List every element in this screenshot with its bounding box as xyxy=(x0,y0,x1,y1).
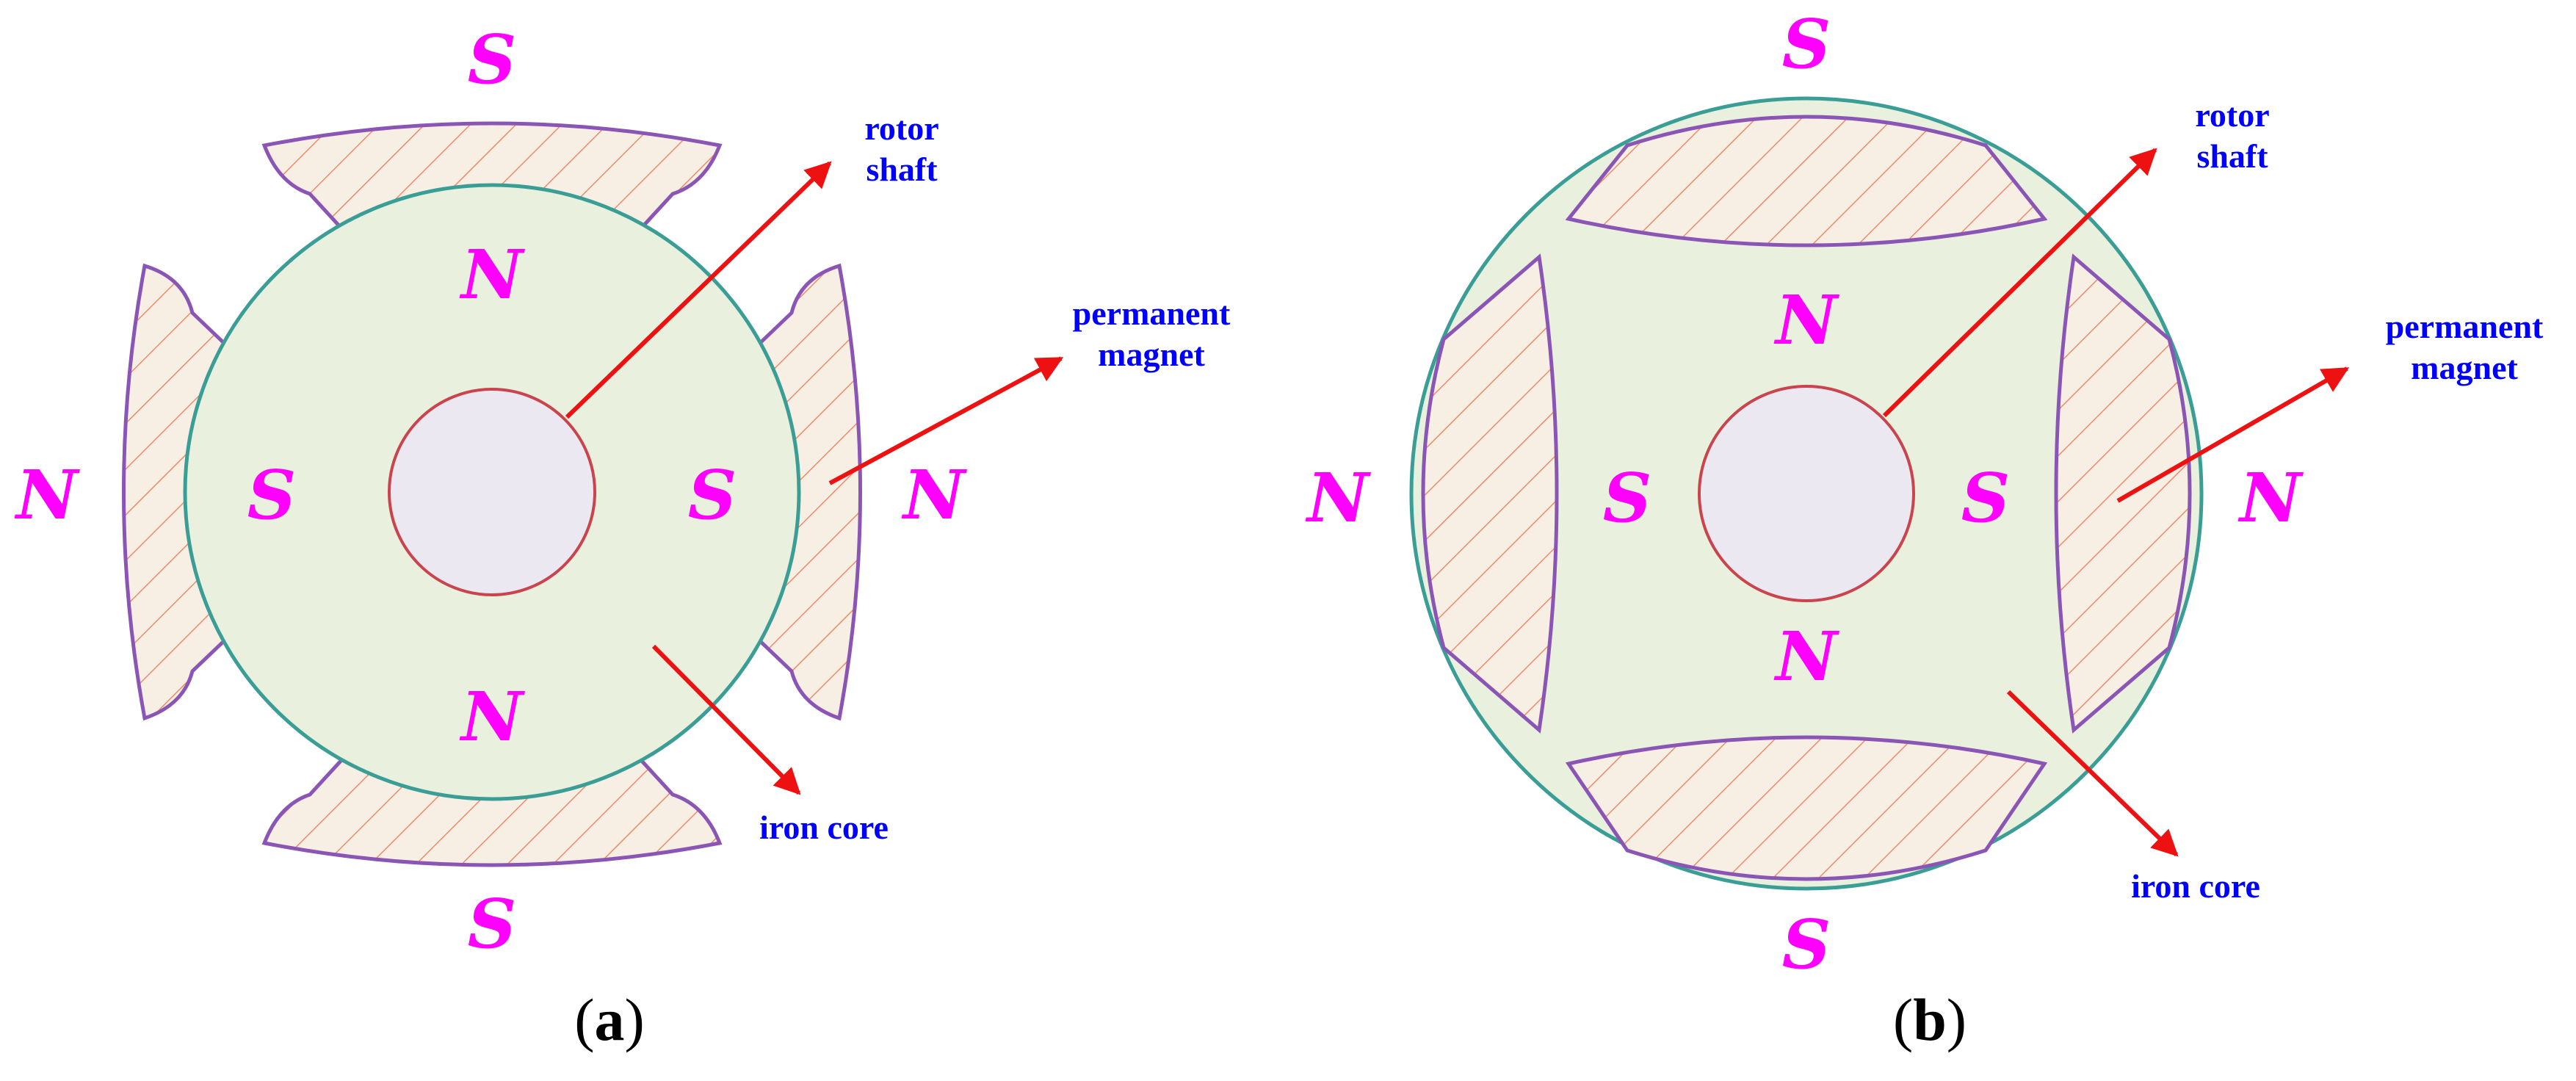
label-permanent-b: permanent xyxy=(2386,308,2544,345)
rotor-shaft-a xyxy=(388,388,596,596)
label-permanent-a: permanent xyxy=(1073,294,1231,332)
diagram-b: S S N N N N S S rotor shaft permanent ma… xyxy=(1305,4,2544,1053)
pole-inner-left-a: S xyxy=(247,455,296,535)
label-shaft-a: shaft xyxy=(866,151,938,188)
label-magnet-a: magnet xyxy=(1098,336,1205,373)
pole-inner-right-a: S xyxy=(688,455,737,535)
caption-a: (a) xyxy=(574,986,645,1053)
pole-outer-left-a: N xyxy=(14,455,80,535)
arrow-iron-core-a xyxy=(651,644,801,795)
magnet-left-a xyxy=(122,263,228,721)
arrow-rotor-shaft-a xyxy=(565,161,832,419)
pole-outer-bottom-a: S xyxy=(468,884,516,964)
pole-inner-bottom-a: N xyxy=(459,677,525,756)
pole-inner-left-b: S xyxy=(1603,458,1651,538)
caption-b: (b) xyxy=(1893,986,1967,1053)
magnet-right-a xyxy=(756,263,862,721)
magnet-bottom-b xyxy=(1565,735,2048,881)
magnet-right-b xyxy=(2054,253,2192,734)
pole-inner-bottom-b: N xyxy=(1773,617,1839,696)
pole-outer-top-b: S xyxy=(1782,4,1831,84)
pole-inner-right-b: S xyxy=(1961,458,2010,538)
magnet-left-b xyxy=(1421,253,1559,734)
label-iron-core-a: iron core xyxy=(759,809,889,846)
label-shaft-b: shaft xyxy=(2196,137,2268,175)
arrow-rotor-shaft-b xyxy=(1882,148,2157,418)
pole-outer-right-a: N xyxy=(901,455,967,535)
diagram-a: S S N N N N S S rotor shaft permanent ma… xyxy=(14,20,1231,1053)
pole-inner-top-a: N xyxy=(459,235,525,314)
label-rotor-a: rotor xyxy=(864,109,938,147)
pole-outer-bottom-b: S xyxy=(1782,905,1831,984)
magnet-bottom-a xyxy=(261,757,723,867)
label-rotor-b: rotor xyxy=(2195,96,2269,134)
label-iron-core-b: iron core xyxy=(2131,867,2260,905)
rotor-shaft-b xyxy=(1698,385,1915,602)
arrow-iron-core-b xyxy=(2006,690,2179,857)
pole-outer-left-b: N xyxy=(1305,458,1371,538)
arrow-permanent-magnet-b xyxy=(2116,366,2350,503)
arrow-permanent-magnet-a xyxy=(828,356,1064,485)
magnet-top-b xyxy=(1565,115,2048,247)
pole-outer-right-b: N xyxy=(2237,458,2304,538)
pole-outer-top-a: S xyxy=(468,20,516,99)
magnet-top-a xyxy=(261,121,723,231)
pole-inner-top-b: N xyxy=(1773,281,1839,360)
label-magnet-b: magnet xyxy=(2411,349,2518,386)
